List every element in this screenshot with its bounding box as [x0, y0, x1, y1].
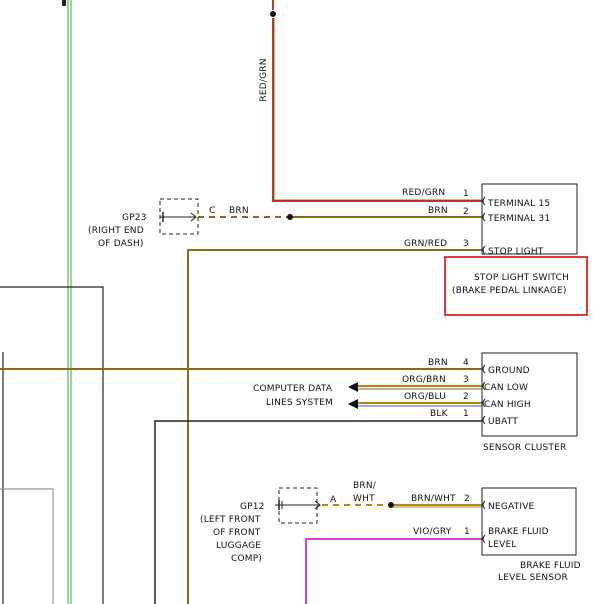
sensor-pin-hook-3	[482, 398, 486, 408]
gp23-name: GP23	[122, 213, 147, 223]
blk-ubatt-wire	[154, 420, 482, 604]
gp23-desc1: (RIGHT END	[88, 226, 144, 236]
sensor-wire-4-label: BRN	[428, 358, 448, 368]
gp23-arrow	[190, 212, 197, 222]
gp12-conn-letter: A	[330, 495, 337, 505]
top-wire-label: RED/GRN	[259, 58, 269, 101]
switch-wire-1-pin: 1	[463, 189, 469, 199]
gp12-name: GP12	[240, 502, 265, 512]
gp12-wire-label-1: BRN/	[353, 481, 377, 491]
gp12-wire-label-2: WHT	[353, 494, 375, 504]
sensor-cluster-name: SENSOR CLUSTER	[483, 443, 566, 453]
splice-dot-brn-wht	[388, 502, 394, 508]
gp23-conn-letter: C	[209, 206, 215, 216]
highlight-box	[444, 256, 588, 316]
sensor-terminal-2: CAN LOW	[484, 383, 528, 393]
switch-wire-3-label: GRN/RED	[404, 239, 447, 249]
sensor-terminal-4: UBATT	[488, 417, 518, 427]
gray-frame	[0, 488, 54, 604]
brake-wire-1-label: VIO/GRY	[413, 527, 452, 537]
stop-light-switch-name-1: STOP LIGHT SWITCH	[474, 273, 569, 283]
switch-wire-2-label: BRN	[428, 206, 448, 216]
gp12-arrow	[314, 500, 321, 510]
stop-light-switch-box	[481, 183, 578, 255]
gp12-desc3: LUGGAGE	[216, 541, 261, 551]
brake-fluid-sensor-name-2: LEVEL SENSOR	[498, 573, 568, 583]
sensor-pin-hook-2	[482, 381, 486, 391]
brake-pin-hook-1	[482, 534, 486, 544]
gp12-desc1: (LEFT FRONT	[200, 515, 261, 525]
brake-wire-2-pin: 2	[464, 494, 470, 504]
pin-hook-3	[482, 245, 486, 255]
pin-hook-1	[482, 196, 486, 206]
sensor-terminal-1: GROUND	[488, 366, 530, 376]
sensor-wire-2-pin: 2	[463, 392, 469, 402]
computer-data-line2: LINES SYSTEM	[266, 398, 333, 408]
sensor-wire-2-label: ORG/BLU	[404, 392, 446, 402]
red-grn-wire	[272, 18, 482, 202]
sensor-wire-1-label: BLK	[430, 409, 449, 419]
gp23-wire-label: BRN	[229, 206, 249, 216]
sensor-terminal-3: CAN HIGH	[484, 400, 531, 410]
splice-dot-brn	[287, 214, 293, 220]
grn-red-wire	[187, 249, 482, 604]
computer-data-line1: COMPUTER DATA	[253, 384, 333, 394]
stop-light-terminal-3: STOP LIGHT	[488, 247, 544, 257]
switch-wire-2-pin: 2	[463, 207, 469, 217]
pin-hook-2	[482, 212, 486, 222]
sensor-wire-3-pin: 3	[463, 375, 469, 385]
stop-light-terminal-2: TERMINAL 31	[487, 214, 550, 224]
brake-fluid-sensor-box	[481, 487, 577, 556]
sensor-cluster-box	[481, 352, 578, 437]
arrow-can-high	[348, 399, 358, 409]
switch-wire-3-pin: 3	[463, 239, 469, 249]
gp12-desc2: OF FRONT	[213, 528, 261, 538]
arrow-can-low	[348, 382, 358, 392]
brake-wire-2-label: BRN/WHT	[411, 494, 456, 504]
brake-terminal-3: LEVEL	[488, 540, 517, 550]
brake-wire-1-pin: 1	[464, 527, 470, 537]
sensor-wire-4-pin: 4	[463, 358, 469, 368]
black-frame	[0, 286, 104, 604]
red-grn-wire-dark	[273, 18, 482, 201]
black-outline-top	[62, 0, 66, 6]
gp12-desc4: COMP)	[231, 554, 262, 564]
sensor-wire-3-label: ORG/BRN	[402, 375, 446, 385]
sensor-wire-1-pin: 1	[463, 409, 469, 419]
brake-fluid-sensor-name-1: BRAKE FLUID	[520, 561, 581, 571]
vio-gry-wire	[305, 538, 482, 604]
stop-light-switch-name-2: (BRAKE PEDAL LINKAGE)	[452, 286, 567, 296]
brake-terminal-2: BRAKE FLUID	[488, 527, 549, 537]
switch-wire-1-label: RED/GRN	[402, 188, 445, 198]
sensor-pin-hook-1	[482, 364, 486, 374]
brake-pin-hook-2	[482, 500, 486, 510]
splice-dot-top	[270, 11, 276, 17]
stop-light-terminal-1: TERMINAL 15	[487, 199, 550, 209]
brake-terminal-1: NEGATIVE	[488, 502, 535, 512]
sensor-pin-hook-4	[482, 415, 486, 425]
gp23-desc2: OF DASH)	[98, 239, 144, 249]
